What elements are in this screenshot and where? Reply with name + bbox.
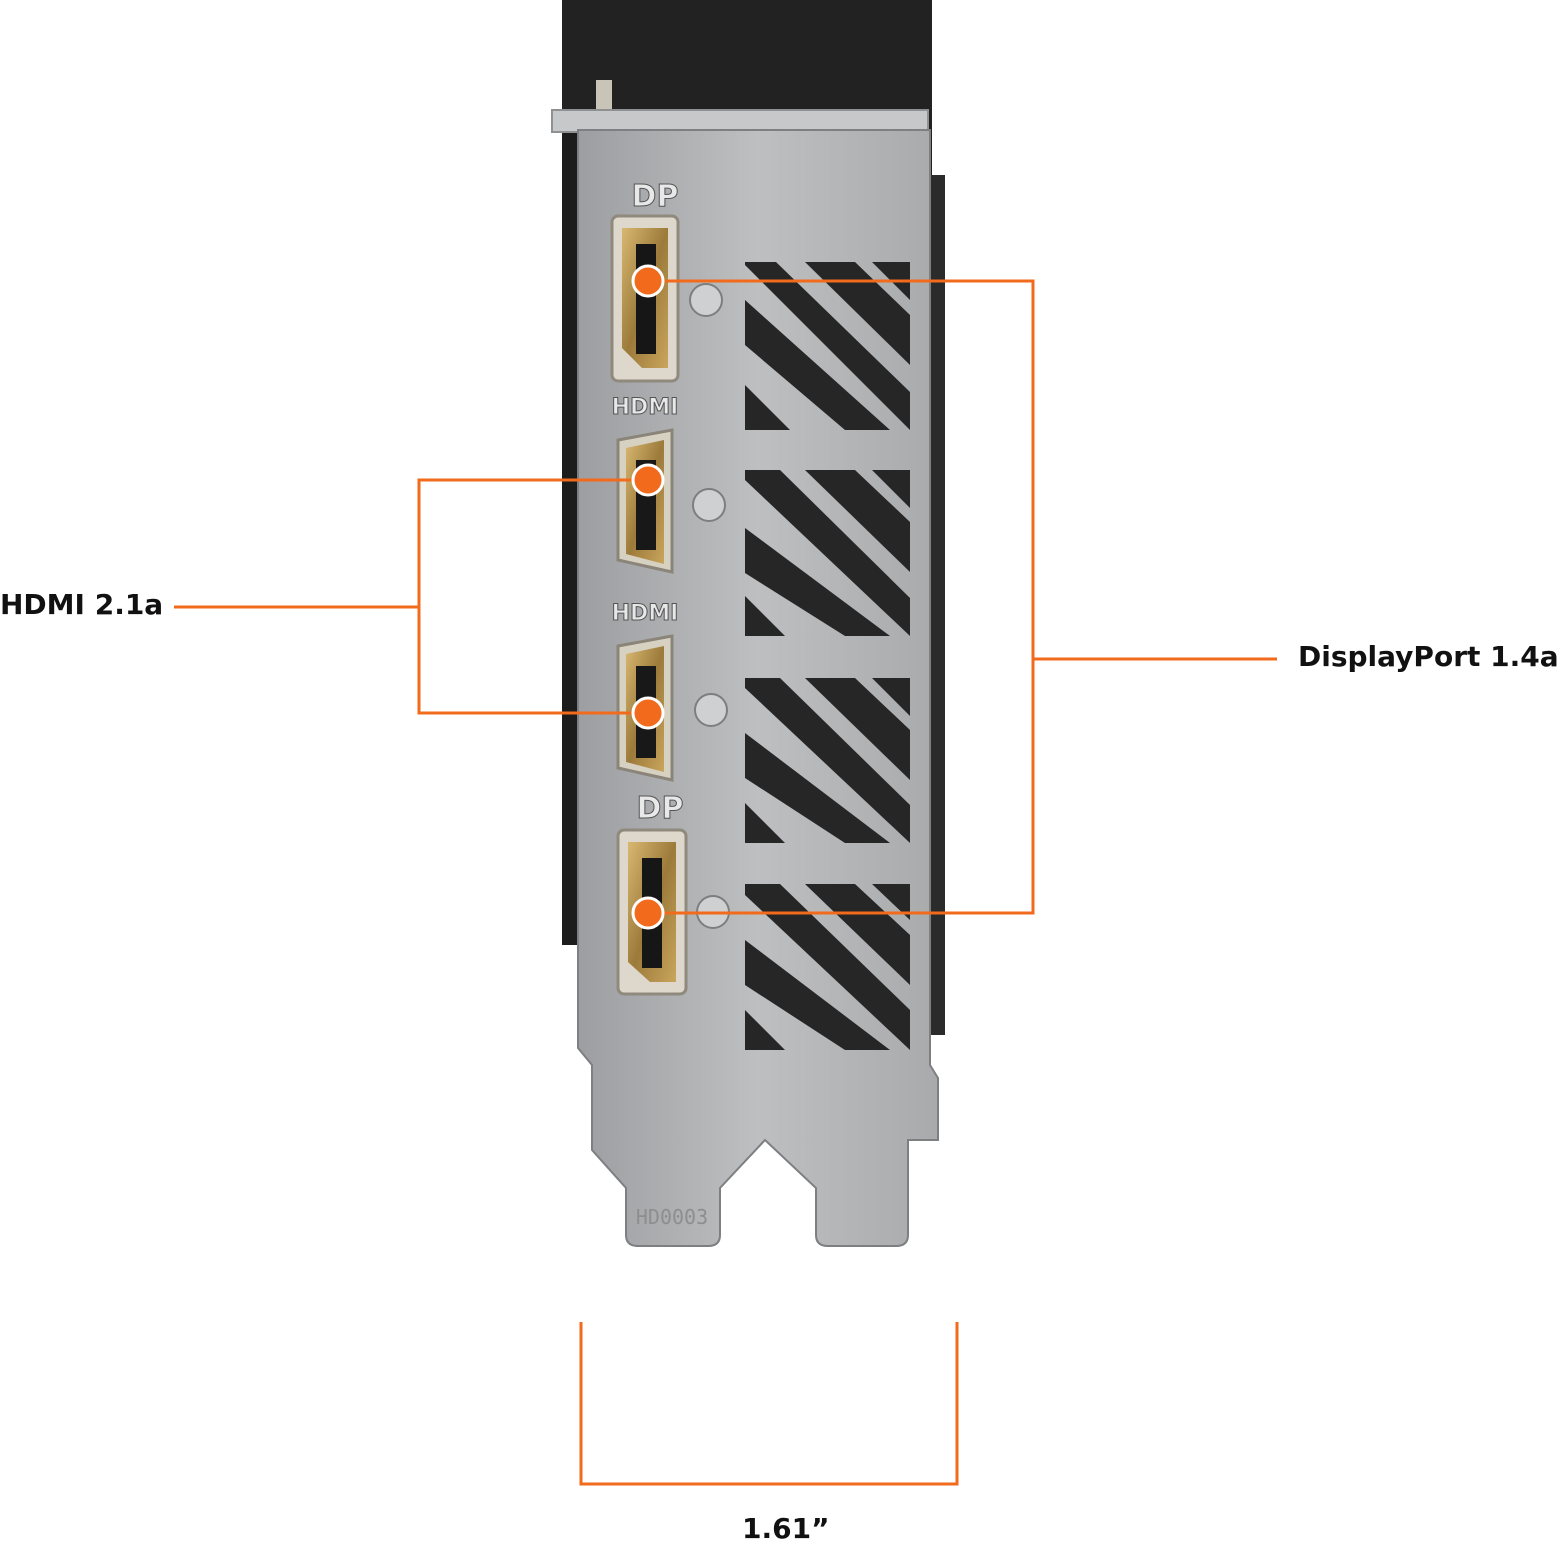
vent-group-3 [745, 678, 910, 843]
vent-group-4 [745, 884, 910, 1050]
displayport-top [610, 214, 680, 383]
dp-callout-lines [648, 279, 1277, 915]
port-label-hdmi-1: HDMI [612, 395, 679, 420]
dp-marker-icon [631, 264, 665, 298]
hdmi-callout-label: HDMI 2.1a [0, 588, 164, 621]
port-label-dp-top: DP [632, 179, 679, 214]
dp-callout-dots [631, 264, 665, 930]
hdmi-port-1 [616, 428, 674, 574]
vent-group-2 [745, 470, 910, 636]
dp-marker-icon [631, 896, 665, 930]
vent-grille [745, 262, 910, 1050]
width-dimension-label: 1.61” [742, 1512, 830, 1545]
width-dimension-bracket [579, 1322, 959, 1486]
port-label-dp-bottom: DP [637, 791, 684, 826]
screw-icon [689, 283, 723, 317]
displayport-callout-label: DisplayPort 1.4a [1298, 640, 1559, 673]
bracket-top-flange [551, 109, 929, 133]
screw-icon [694, 693, 728, 727]
mounting-screws [689, 283, 730, 929]
screw-icon [692, 488, 726, 522]
hdmi-callout-dots [631, 463, 665, 730]
vent-group-1 [745, 262, 910, 430]
hdmi-callout-lines [174, 478, 648, 715]
hdmi-marker-icon [631, 463, 665, 497]
hdmi-marker-icon [631, 696, 665, 730]
port-label-hdmi-2: HDMI [612, 601, 679, 626]
bracket-part-code: HD0003 [636, 1205, 708, 1229]
